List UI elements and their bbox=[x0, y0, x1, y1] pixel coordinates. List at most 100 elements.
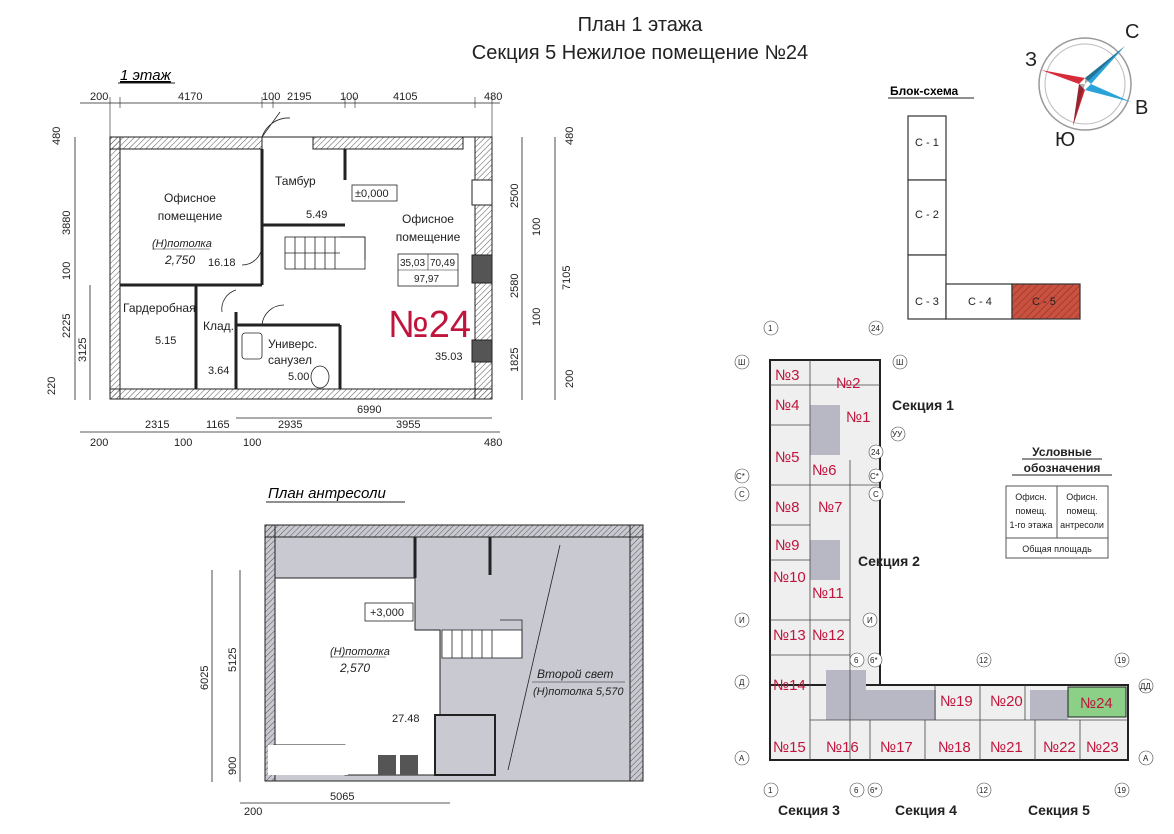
legend: Условные обозначения Офисн. помещ. 1-го … bbox=[1005, 445, 1112, 559]
dim-total: 6990 bbox=[357, 404, 381, 416]
room-name: санузел bbox=[268, 353, 312, 367]
unit-label: №21 bbox=[990, 739, 1023, 756]
floor1-caption: 1 этаж bbox=[120, 67, 172, 84]
axis-label: 12 bbox=[979, 786, 988, 795]
page-title: План 1 этажа bbox=[577, 14, 703, 36]
axis-label: 24 bbox=[871, 448, 880, 457]
dim-text: 2935 bbox=[278, 419, 302, 431]
dim-text: 200 bbox=[90, 437, 108, 449]
room-area: 16.18 bbox=[208, 257, 236, 269]
dim-text: 4105 bbox=[393, 91, 417, 103]
dim-text: 2315 bbox=[145, 419, 169, 431]
unit-label: №15 bbox=[773, 739, 806, 756]
dim-text: 100 bbox=[243, 437, 261, 449]
dim-text: 200 bbox=[564, 370, 576, 388]
room-name: Универс. bbox=[268, 337, 317, 351]
compass-south: Ю bbox=[1055, 129, 1075, 151]
mezz-labels: +3,000 (Н)потолка 2,570 27.48 Второй све… bbox=[330, 602, 625, 725]
unit-number: №24 bbox=[388, 304, 471, 346]
dim-text: 7105 bbox=[561, 266, 573, 290]
compass-north: С bbox=[1125, 21, 1139, 43]
block-section: С - 2 bbox=[915, 209, 939, 221]
room-area: 5.49 bbox=[306, 209, 327, 221]
unit-label: №2 bbox=[836, 375, 860, 392]
room-name: помещение bbox=[396, 230, 461, 244]
axis-label: 6 bbox=[854, 656, 859, 665]
legend-total: Общая площадь bbox=[1022, 544, 1092, 554]
unit-label: №5 bbox=[775, 449, 799, 466]
axis-label: С* bbox=[870, 472, 879, 481]
block-section: С - 3 bbox=[915, 296, 939, 308]
room-name: помещение bbox=[158, 209, 223, 223]
site-plan bbox=[769, 359, 1129, 761]
room-name: Клад. bbox=[203, 319, 234, 333]
block-section: С - 5 bbox=[1032, 296, 1056, 308]
compass-east: В bbox=[1135, 97, 1148, 119]
axis-label: С bbox=[739, 490, 745, 499]
mezz-area: 27.48 bbox=[392, 713, 420, 725]
unit-label: №20 bbox=[990, 693, 1023, 710]
dim-text: 200 bbox=[244, 806, 262, 818]
unit-label: №4 bbox=[775, 397, 799, 414]
axis-label: 19 bbox=[1117, 786, 1126, 795]
dim-text: 100 bbox=[531, 308, 543, 326]
dim-text: 6025 bbox=[199, 666, 211, 690]
unit-label: №19 bbox=[940, 693, 973, 710]
legend-title: обозначения bbox=[1024, 461, 1101, 475]
axis-label: С* bbox=[736, 472, 745, 481]
block-section: С - 1 bbox=[915, 137, 939, 149]
dim-text: 5065 bbox=[330, 791, 354, 803]
room-area: 3.64 bbox=[208, 365, 229, 377]
dim-text: 480 bbox=[51, 127, 63, 145]
room-name: Гардеробная bbox=[123, 301, 196, 315]
axis-label: 19 bbox=[1117, 656, 1126, 665]
legend-col2: помещ. bbox=[1067, 506, 1098, 516]
second-light-title: Второй свет bbox=[537, 667, 613, 681]
floor1-walls bbox=[109, 111, 493, 400]
axis-label: И bbox=[739, 616, 745, 625]
axis-label: И bbox=[867, 616, 873, 625]
unit-label: №13 bbox=[773, 627, 806, 644]
unit-label: №3 bbox=[775, 367, 799, 384]
ceiling-label: (Н)потолка bbox=[152, 238, 212, 250]
axis-label: 24 bbox=[871, 324, 880, 333]
axis-label: Ш bbox=[738, 358, 745, 367]
section-label: Секция 1 bbox=[892, 397, 954, 413]
axis-label: Д bbox=[739, 678, 745, 687]
dim-text: 100 bbox=[531, 218, 543, 236]
mezz-plan bbox=[264, 524, 644, 782]
room-name: Офисное bbox=[164, 191, 216, 205]
dim-text: 100 bbox=[340, 91, 358, 103]
dim-text: 1825 bbox=[509, 348, 521, 372]
second-light-ceiling: (Н)потолка 5,570 bbox=[533, 686, 624, 698]
section-label: Секция 2 bbox=[858, 553, 920, 569]
dim-text: 480 bbox=[484, 91, 502, 103]
room-area: 5.15 bbox=[155, 335, 176, 347]
site-plan-axes: 1 24 Ш Ш УУ 24 С* С* С С И И Д 6 6* 12 1… bbox=[734, 320, 1154, 798]
block-section: С - 4 bbox=[968, 296, 992, 308]
section-label: Секция 3 bbox=[778, 802, 840, 818]
block-scheme-title: Блок-схема bbox=[890, 84, 959, 98]
compass-west: З bbox=[1025, 49, 1037, 71]
dim-text: 220 bbox=[46, 377, 58, 395]
level-mark: ±0,000 bbox=[355, 188, 389, 200]
unit-label: №1 bbox=[846, 409, 870, 426]
unit-label: №8 bbox=[775, 499, 799, 516]
axis-label: ДД bbox=[1140, 682, 1151, 691]
site-plan-units: №3 №2 №4 №1 №5 №6 №8 №7 №9 №10 №11 №13 №… bbox=[773, 367, 1119, 756]
dim-text: 3880 bbox=[61, 211, 73, 235]
axis-label: А bbox=[739, 754, 745, 763]
mezz-ceiling-value: 2,570 bbox=[339, 661, 370, 675]
area-table-a: 35,03 bbox=[400, 258, 425, 269]
dim-text: 100 bbox=[61, 262, 73, 280]
section-labels: Секция 1 Секция 2 Секция 3 Секция 4 Секц… bbox=[778, 397, 1090, 818]
dim-text: 2225 bbox=[61, 314, 73, 338]
dim-text: 3955 bbox=[396, 419, 420, 431]
room-area: 35.03 bbox=[435, 351, 463, 363]
axis-label: УУ bbox=[892, 430, 903, 439]
legend-col2: Офисн. bbox=[1066, 492, 1097, 502]
floor1-rooms: Офисное помещение (Н)потолка 2,750 16.18… bbox=[123, 174, 471, 383]
unit-label: №12 bbox=[812, 627, 845, 644]
floor1-dims-bottom: 6990 2315 1165 2935 3955 200 100 100 480 bbox=[80, 404, 502, 449]
dim-text: 200 bbox=[90, 91, 108, 103]
